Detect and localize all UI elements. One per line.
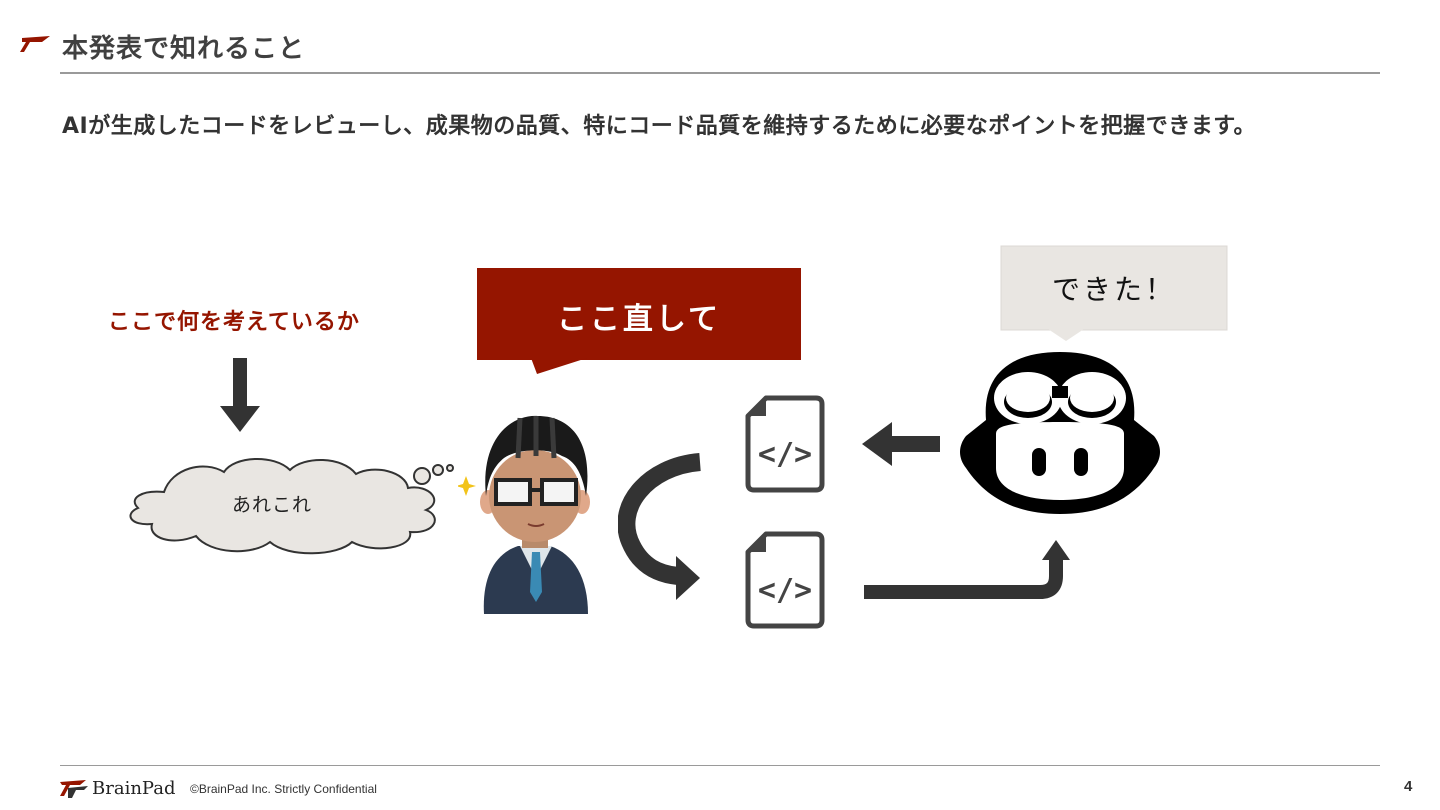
header-divider: [60, 72, 1380, 74]
svg-text:BrainPad: BrainPad: [92, 778, 175, 799]
thought-text: あれこれ: [231, 494, 312, 516]
svg-text:</>: </>: [758, 573, 812, 608]
reviewer-person-icon: [458, 415, 590, 614]
copilot-bot-icon: [960, 352, 1160, 514]
reviewer-speech-bubble: [477, 268, 801, 374]
reviewer-speech-text: ここ直して: [556, 302, 722, 337]
page-title: 本発表で知れること: [62, 34, 306, 64]
ai-speech-text: できた！: [1051, 273, 1176, 306]
brand-slash-icon: [20, 36, 50, 52]
thought-cloud-icon: [129, 458, 454, 555]
code-file-icon: </>: [745, 395, 825, 493]
left-arrow-icon: [862, 422, 940, 466]
footer-divider: [60, 765, 1380, 766]
brainpad-logo: BrainPad: [60, 778, 175, 799]
down-arrow-icon: [220, 358, 260, 432]
svg-text:</>: </>: [758, 437, 812, 472]
page-number: 4: [1404, 778, 1413, 795]
lead-text: AIが生成したコードをレビューし、成果物の品質、特にコード品質を維持するために必…: [62, 114, 1257, 139]
copyright-text: ©BrainPad Inc. Strictly Confidential: [190, 782, 377, 796]
elbow-up-arrow-icon: [864, 540, 1070, 599]
code-file-icon: </>: [745, 531, 825, 629]
question-label: ここで何を考えているか: [108, 310, 360, 335]
curved-arrow-icon: [618, 453, 702, 600]
ai-speech-bubble: [1000, 245, 1228, 341]
